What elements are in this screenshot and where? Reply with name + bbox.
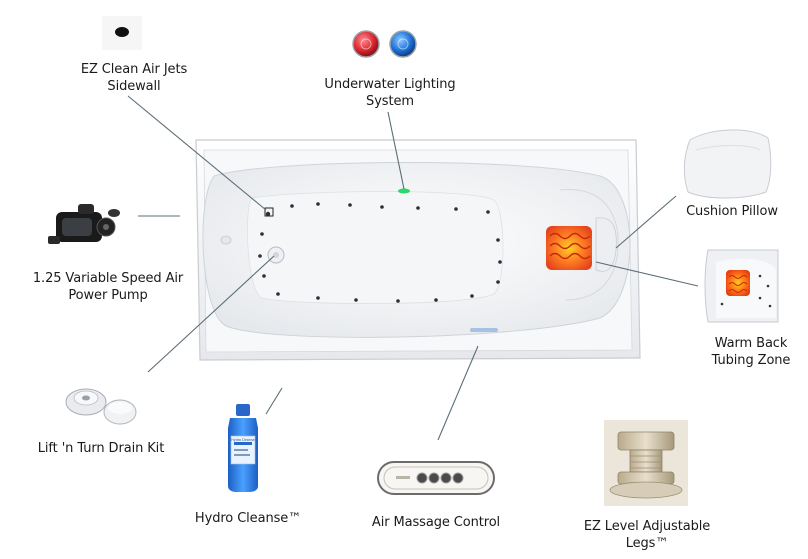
- label-legs-line2: Legs™: [625, 536, 669, 551]
- label-lighting-line1: Underwater Lighting: [324, 77, 456, 92]
- warm-zone-heat: [546, 226, 592, 270]
- label-ez-clean-line1: EZ Clean Air Jets: [80, 62, 188, 77]
- label-massage-line1: Air Massage Control: [371, 515, 501, 530]
- label-adjustable-legs: EZ Level Adjustable Legs™: [572, 518, 722, 552]
- warm-back-inset: [704, 249, 779, 323]
- label-cushion-pillow: Cushion Pillow: [672, 203, 792, 220]
- cushion-pillow-icon: [683, 129, 772, 199]
- label-lighting-line2: System: [366, 94, 414, 109]
- label-pump-line1: 1.25 Variable Speed Air: [32, 271, 184, 286]
- bottle-label-text: Hydro Cleanse: [231, 438, 254, 442]
- label-underwater-lighting: Underwater Lighting System: [314, 76, 466, 110]
- air-pump-icon: [48, 204, 120, 244]
- label-pump-line2: Power Pump: [68, 288, 148, 303]
- bathtub: [195, 139, 641, 361]
- leader-lines: [127, 95, 699, 441]
- air-massage-control-icon: [377, 461, 495, 495]
- label-air-power-pump: 1.25 Variable Speed Air Power Pump: [20, 270, 196, 304]
- air-jets: [258, 202, 502, 303]
- adjustable-legs-icon: [604, 420, 688, 506]
- label-ez-clean-jets: EZ Clean Air Jets Sidewall: [66, 61, 202, 95]
- label-drain-kit: Lift 'n Turn Drain Kit: [26, 440, 176, 457]
- drain-kit-icon: [65, 388, 137, 425]
- label-pillow-line1: Cushion Pillow: [686, 204, 778, 219]
- underwater-lights-icon: [352, 30, 417, 58]
- jet-callout-box: [264, 207, 274, 217]
- cleanse-bottle-icon: Hydro Cleanse: [228, 404, 258, 492]
- label-legs-line1: EZ Level Adjustable: [583, 519, 711, 534]
- jet-nozzle-icon: [102, 16, 142, 50]
- label-drain-line1: Lift 'n Turn Drain Kit: [37, 441, 165, 456]
- label-air-massage-control: Air Massage Control: [356, 514, 516, 531]
- label-warm-back-line1: Warm Back: [714, 336, 788, 351]
- label-cleanse-line1: Hydro Cleanse™: [194, 511, 302, 526]
- label-ez-clean-line2: Sidewall: [107, 79, 161, 94]
- label-warm-back: Warm Back Tubing Zone: [698, 335, 804, 369]
- label-hydro-cleanse: Hydro Cleanse™: [186, 510, 310, 527]
- label-warm-back-line2: Tubing Zone: [711, 353, 791, 368]
